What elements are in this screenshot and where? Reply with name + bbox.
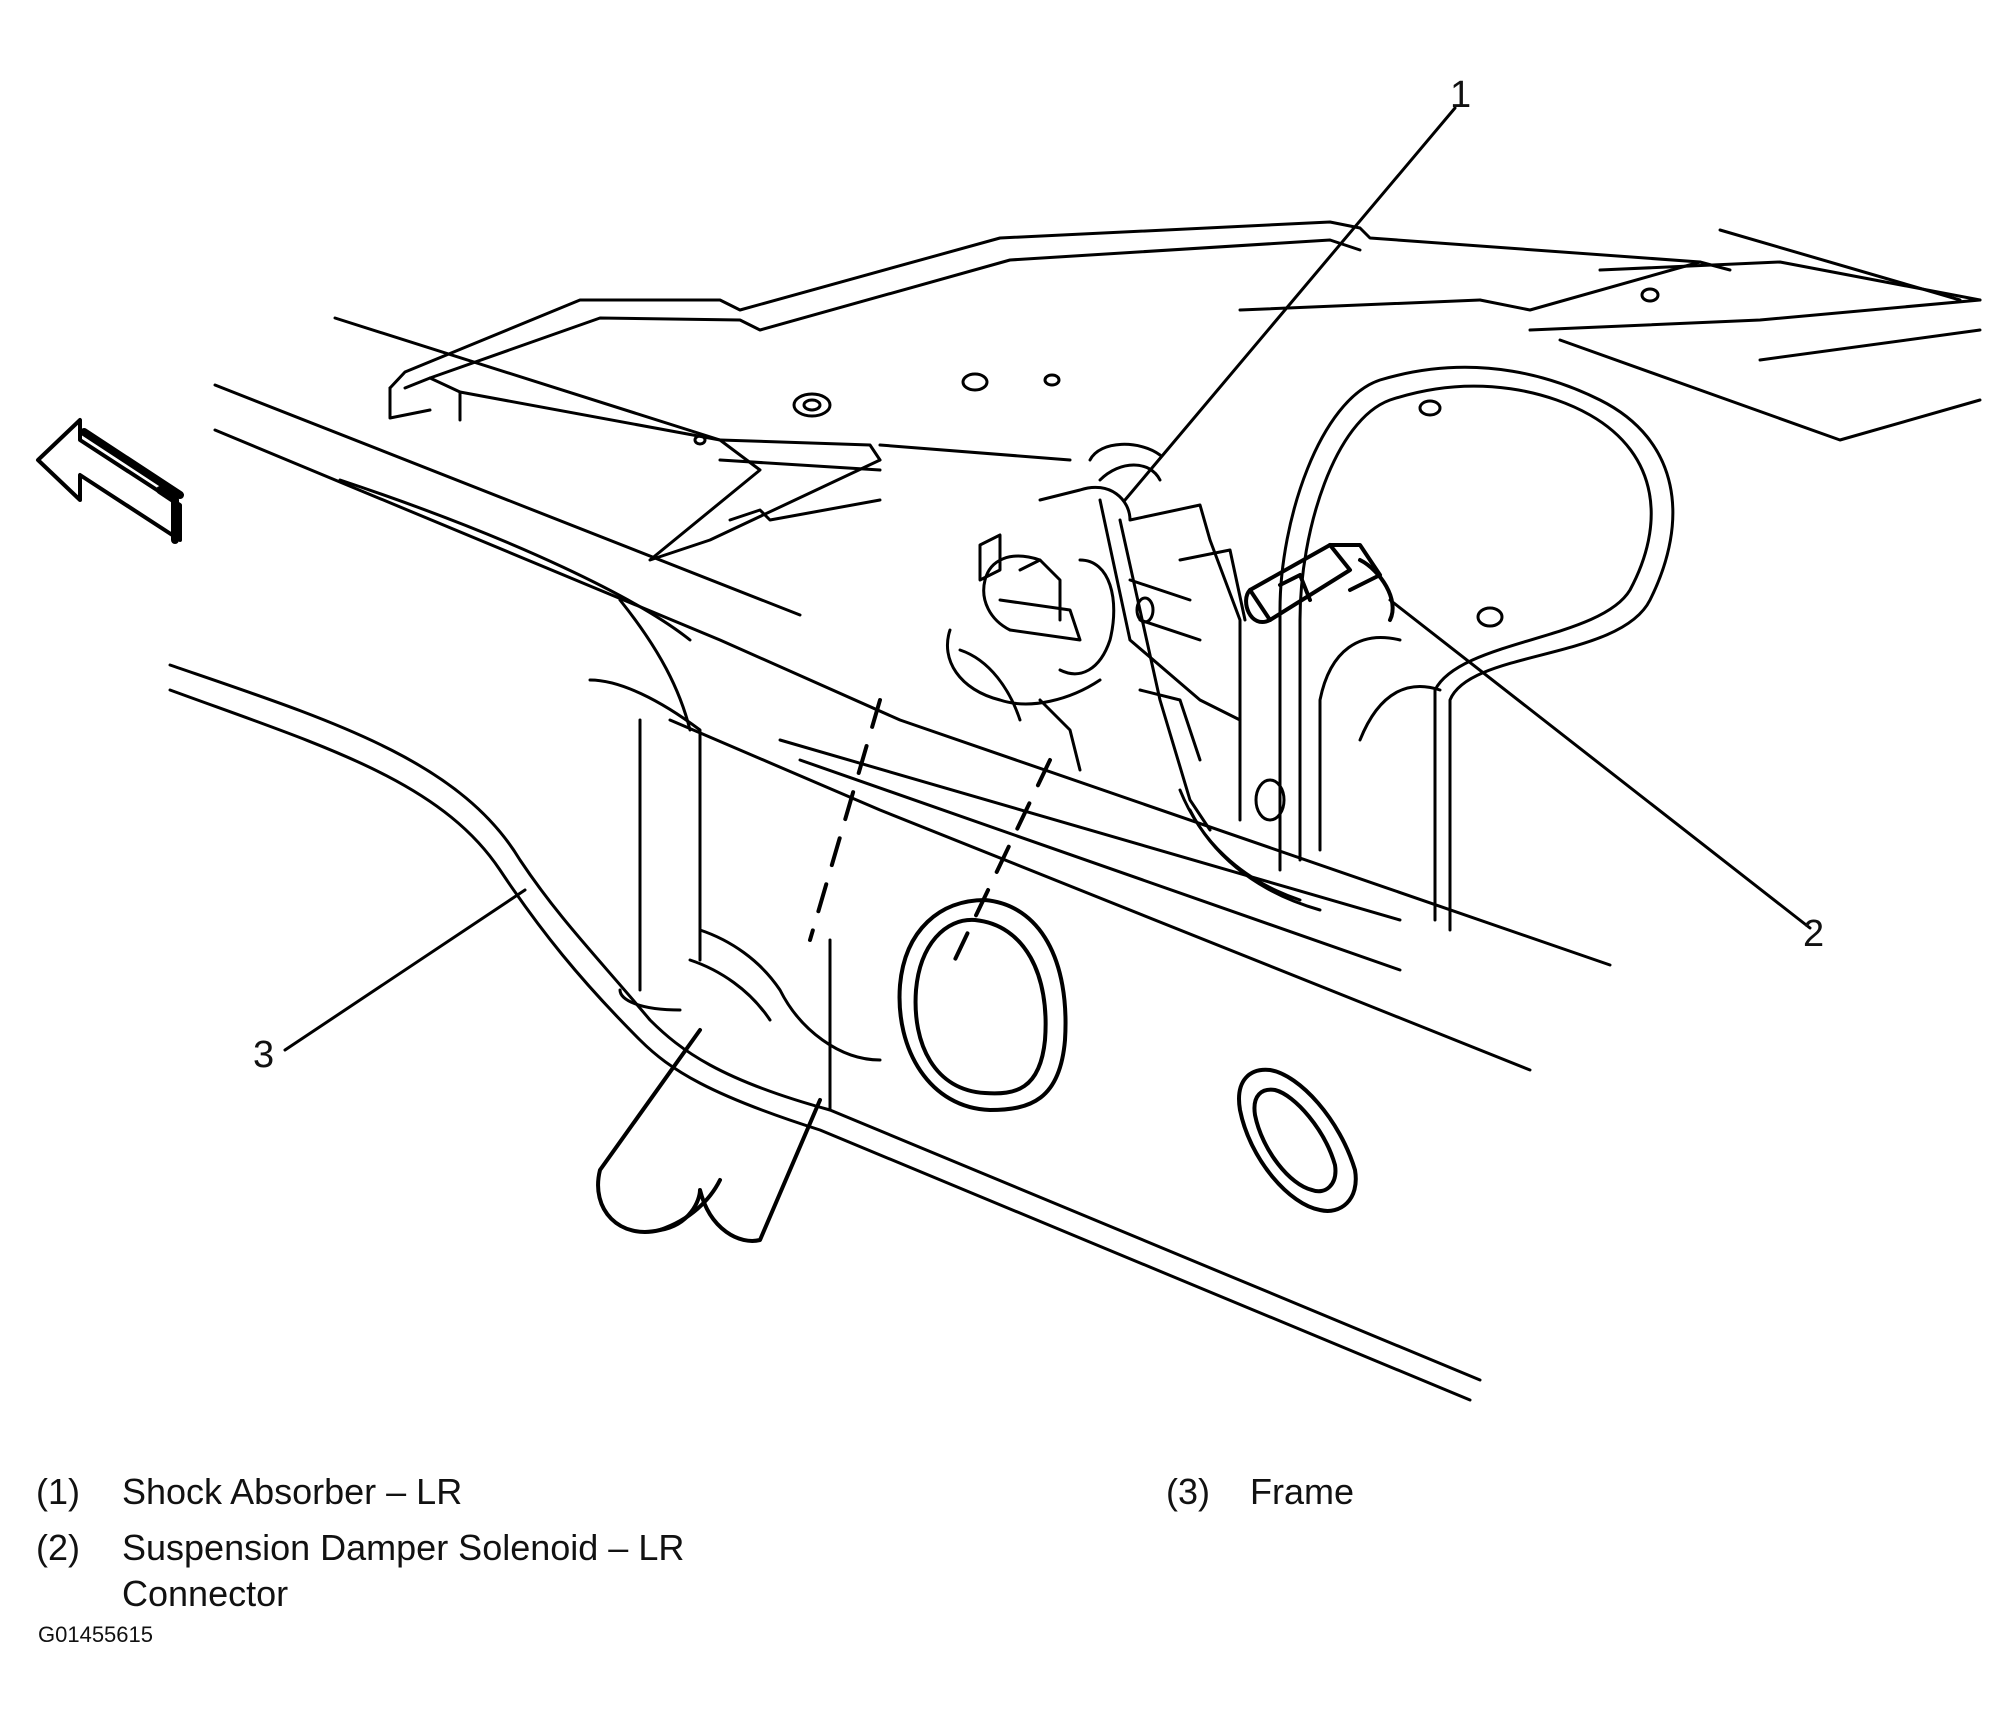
forward-arrow-icon bbox=[36, 418, 184, 544]
legend-number: (2) bbox=[36, 1527, 80, 1568]
frame-rail bbox=[168, 383, 1612, 1402]
hidden-lines bbox=[808, 698, 1052, 972]
callout-1: 1 bbox=[1450, 74, 1472, 116]
shock-lower-body bbox=[596, 1028, 822, 1243]
legend-number: (3) bbox=[1166, 1471, 1210, 1512]
frame-openings bbox=[897, 898, 1358, 1213]
leader-line-3 bbox=[283, 888, 527, 1052]
shock-tower bbox=[1278, 365, 1675, 932]
legend-label: Suspension Damper Solenoid – LR bbox=[122, 1527, 685, 1568]
legend-label-continued: Connector bbox=[122, 1573, 289, 1614]
solenoid-connector bbox=[1244, 543, 1395, 624]
legend-number: (1) bbox=[36, 1471, 80, 1512]
callout-2: 2 bbox=[1803, 913, 1825, 955]
wire-harness bbox=[688, 788, 1322, 1062]
leader-line-2 bbox=[1388, 598, 1812, 930]
callout-3: 3 bbox=[253, 1034, 275, 1076]
figure-id: G01455615 bbox=[38, 1622, 153, 1647]
crossmember bbox=[333, 220, 1982, 628]
legend-label: Shock Absorber – LR bbox=[122, 1471, 463, 1512]
legend-label: Frame bbox=[1250, 1471, 1355, 1512]
leader-lines bbox=[283, 106, 1812, 1052]
shock-absorber bbox=[945, 442, 1286, 832]
leader-line-1 bbox=[1123, 106, 1457, 502]
